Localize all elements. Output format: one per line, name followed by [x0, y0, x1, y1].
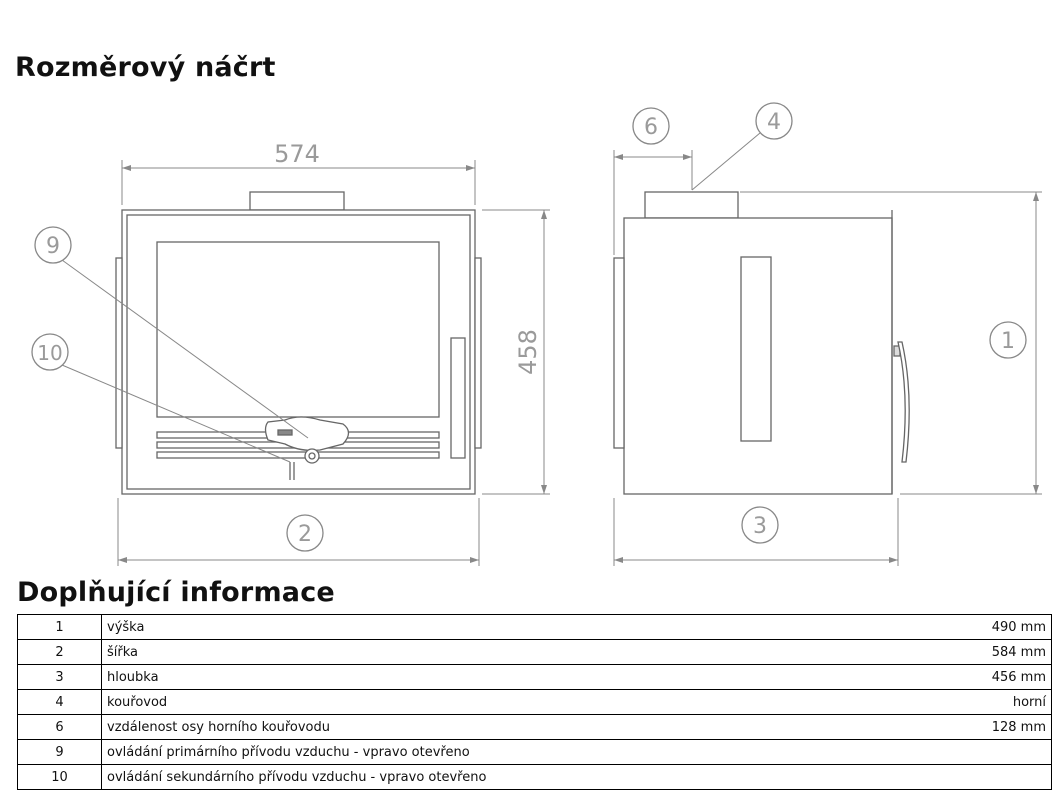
row-value: [951, 764, 1052, 790]
row-number: 10: [17, 764, 102, 790]
row-label: vzdálenost osy horního kouřovodu: [101, 714, 951, 740]
row-number: 2: [17, 639, 102, 665]
dimension-drawing: 574 458 1 2 3 4 6 9 10: [31, 102, 1042, 566]
row-value: 128 mm: [951, 714, 1052, 740]
row-label: výška: [101, 614, 951, 640]
row-value: 456 mm: [951, 664, 1052, 690]
row-label: šířka: [101, 639, 951, 665]
info-table: 1 výška 490 mm 2 šířka 584 mm 3 hloubka …: [17, 614, 1052, 790]
callout-6: 6: [644, 115, 658, 140]
row-label: hloubka: [101, 664, 951, 690]
section-title-info: Doplňující informace: [17, 577, 335, 608]
section-title-sketch: Rozměrový náčrt: [15, 52, 276, 83]
dimension-height-label: 458: [514, 329, 542, 375]
front-view: [115, 191, 482, 495]
row-value: 584 mm: [951, 639, 1052, 665]
row-number: 9: [17, 739, 102, 765]
row-label: ovládání primárního přívodu vzduchu - vp…: [101, 739, 951, 765]
table-row: 9 ovládání primárního přívodu vzduchu - …: [17, 739, 1052, 765]
side-view: [613, 191, 910, 495]
table-row: 3 hloubka 456 mm: [17, 664, 1052, 690]
row-value: horní: [951, 689, 1052, 715]
table-row: 10 ovládání sekundárního přívodu vzduchu…: [17, 764, 1052, 790]
callout-1: 1: [1001, 329, 1015, 354]
row-number: 3: [17, 664, 102, 690]
callout-2: 2: [298, 522, 312, 547]
row-number: 4: [17, 689, 102, 715]
callout-9: 9: [46, 234, 60, 259]
row-value: [951, 739, 1052, 765]
table-row: 1 výška 490 mm: [17, 614, 1052, 640]
row-label: kouřovod: [101, 689, 951, 715]
callout-10: 10: [37, 341, 62, 365]
row-number: 1: [17, 614, 102, 640]
dimension-width-label: 574: [274, 140, 320, 168]
table-row: 2 šířka 584 mm: [17, 639, 1052, 665]
callout-3: 3: [753, 514, 767, 539]
table-row: 6 vzdálenost osy horního kouřovodu 128 m…: [17, 714, 1052, 740]
row-value: 490 mm: [951, 614, 1052, 640]
row-number: 6: [17, 714, 102, 740]
row-label: ovládání sekundárního přívodu vzduchu - …: [101, 764, 951, 790]
callout-4: 4: [767, 110, 781, 135]
table-row: 4 kouřovod horní: [17, 689, 1052, 715]
